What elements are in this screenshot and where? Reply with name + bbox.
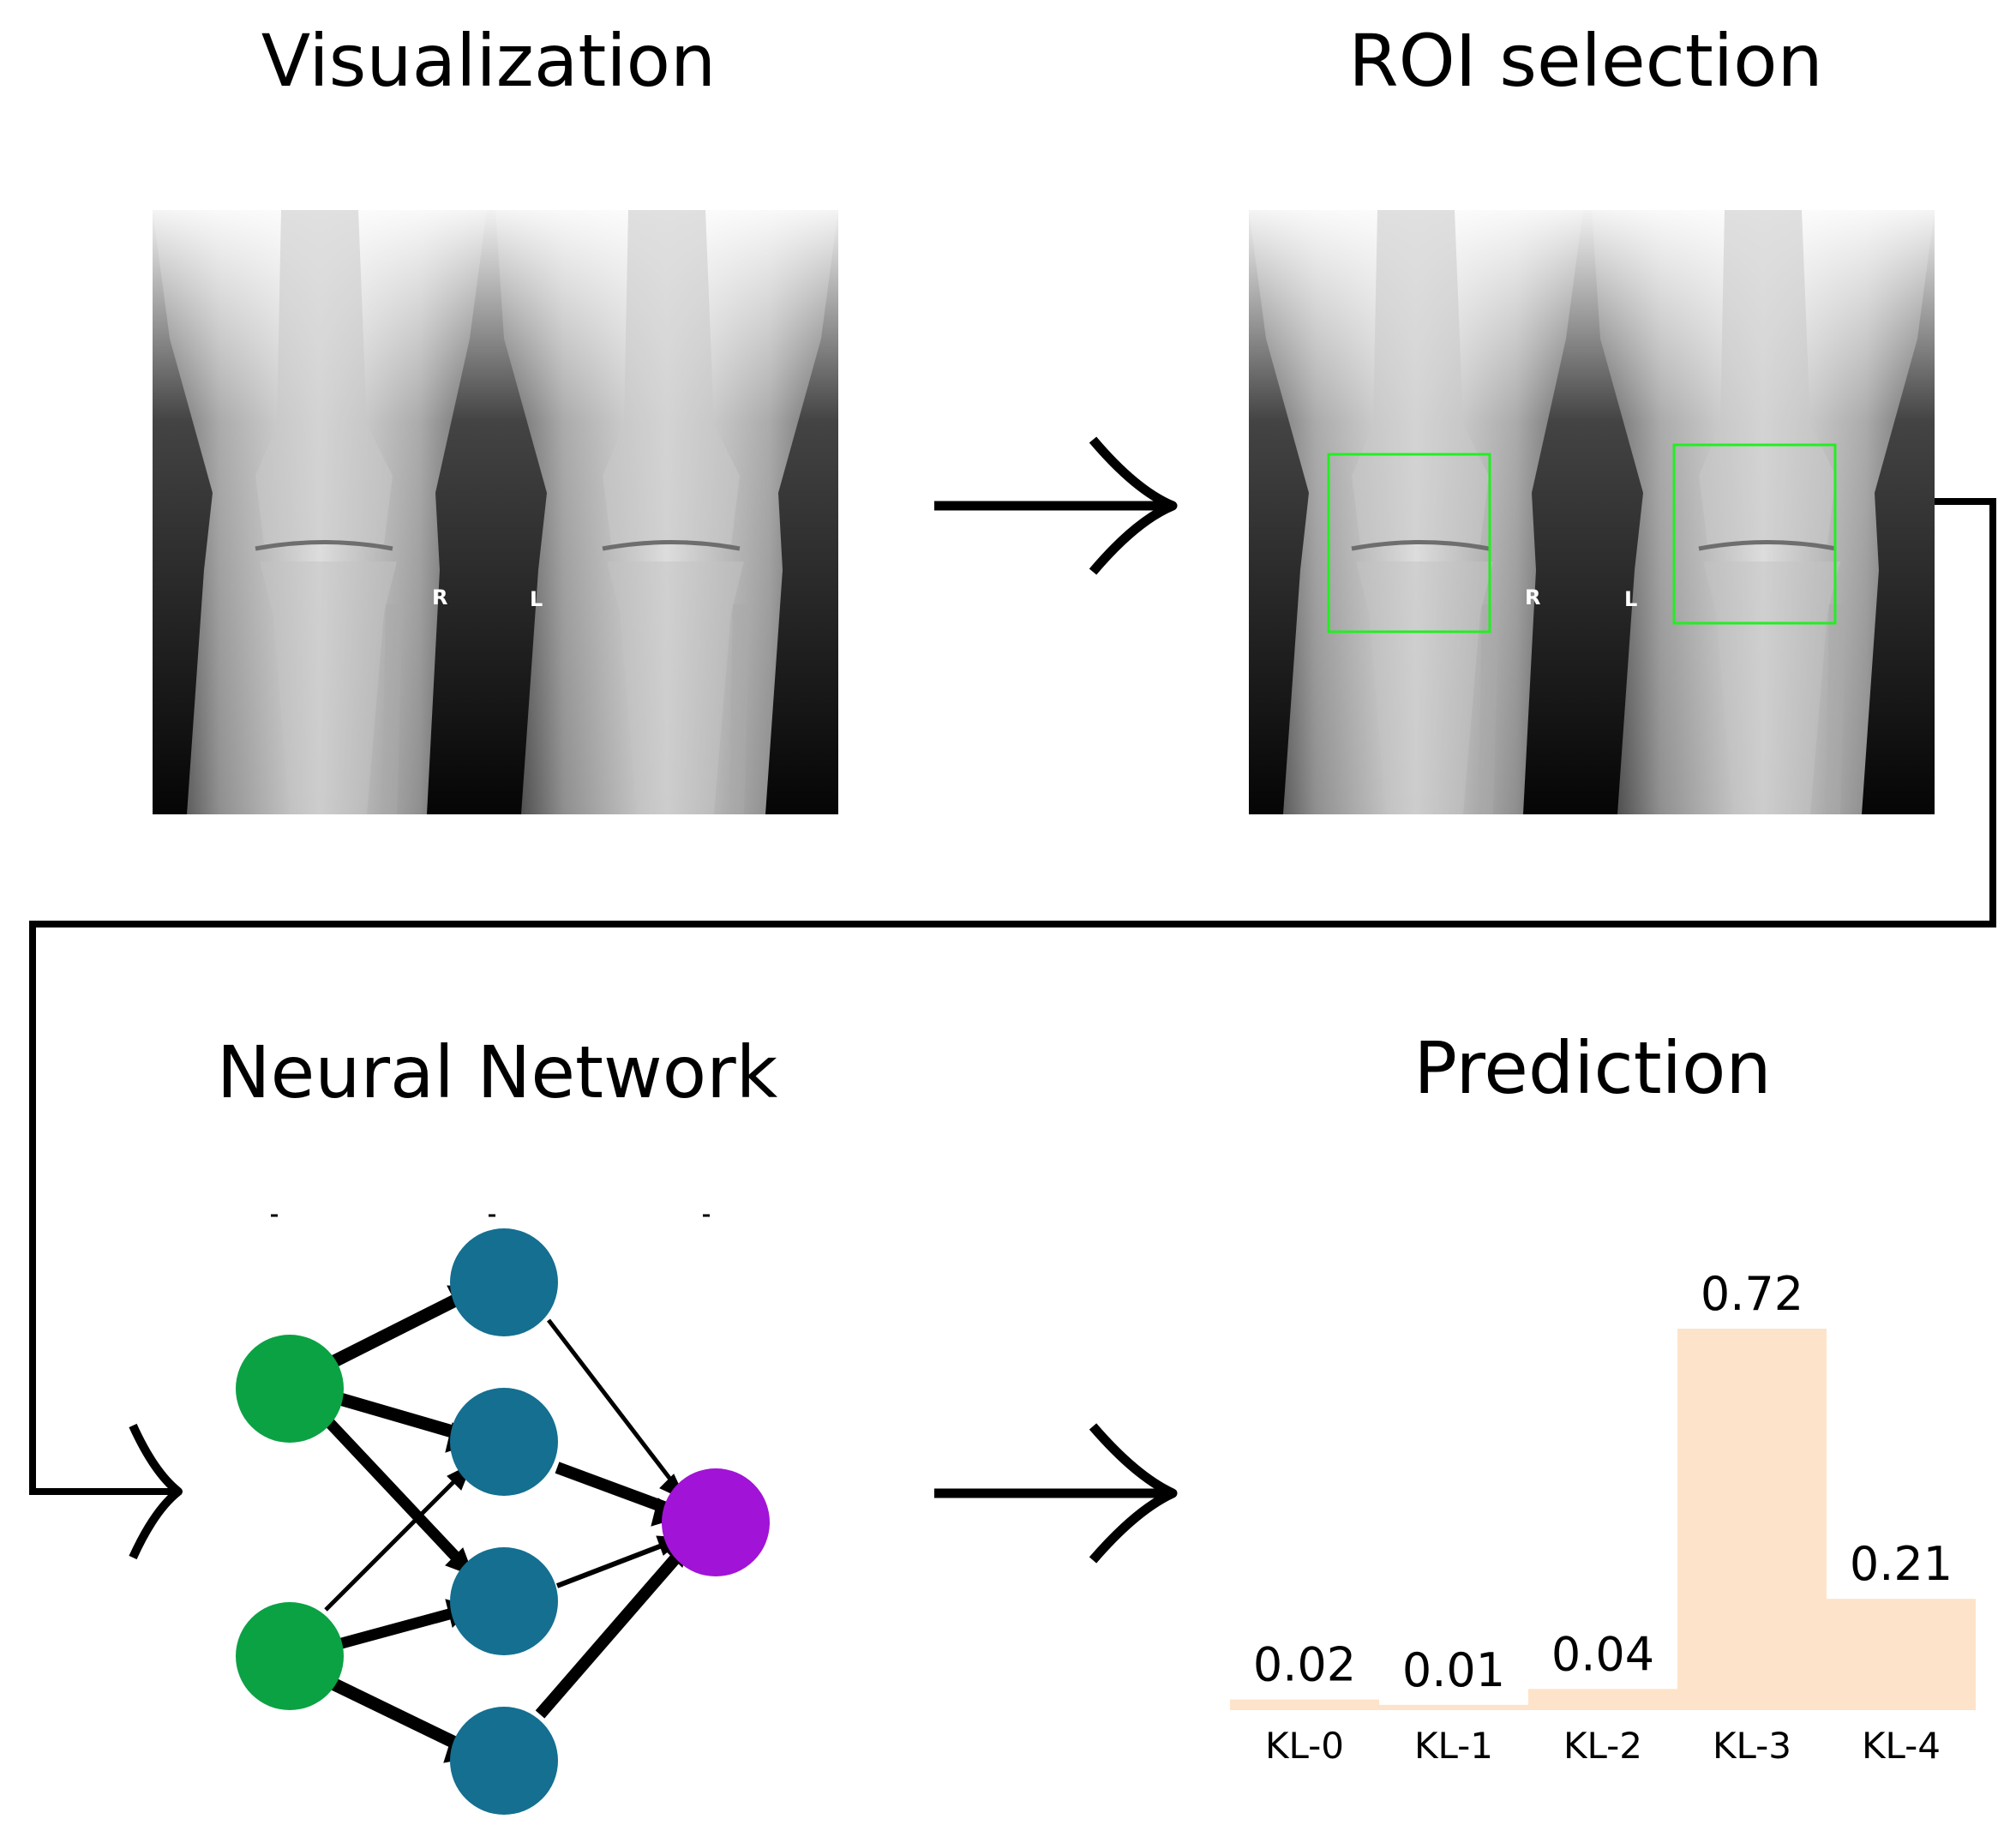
bar-kl-1 [1379,1704,1528,1710]
knee-xray-roi-image: R L [1249,210,1935,814]
hidden-node [450,1228,558,1336]
hidden-node [450,1547,558,1655]
category-label: KL-1 [1414,1725,1493,1767]
edge-i2-h3 [337,1606,460,1650]
visualization-title: Visualization [261,19,717,103]
edge-h1-o1 [547,1318,679,1490]
category-label: KL-3 [1713,1725,1791,1767]
category-label: KL-2 [1563,1725,1642,1767]
xray-r-marker: R [432,585,447,609]
edge-i1-h3 [321,1414,467,1569]
bar-kl-0 [1230,1699,1379,1710]
bar-kl-4 [1827,1599,1976,1710]
roi-box-left-knee [1672,443,1837,625]
bar-kl-2 [1528,1689,1677,1710]
bar-kl-3 [1677,1329,1827,1710]
roi-xray-l-marker: L [1624,587,1637,611]
prediction-title: Prediction [1413,1026,1771,1110]
bar-value-label: 0.72 [1701,1267,1803,1321]
bar-value-label: 0.21 [1850,1537,1953,1591]
arrow-visualization-to-roi [934,436,1178,575]
edge-i1-h2 [332,1390,470,1443]
input-node [236,1602,344,1710]
bar-value-label: 0.02 [1253,1638,1356,1692]
edge-h3-o1 [555,1540,670,1588]
hidden-node [450,1707,558,1815]
roi-box-right-knee [1327,453,1491,633]
knee-xray-image: R L [153,210,838,814]
arrow-network-to-prediction [934,1423,1178,1564]
bar-value-label: 0.04 [1551,1627,1654,1681]
category-label: KL-0 [1265,1725,1344,1767]
output-node [662,1468,770,1576]
edge-i2-h2 [324,1471,465,1612]
hidden-node [450,1388,558,1496]
input-node [236,1335,344,1443]
edge-i1-h1 [331,1288,471,1367]
neural-network-title: Neural Network [217,1030,778,1114]
category-label: KL-4 [1862,1725,1941,1767]
xray-l-marker: L [530,587,543,611]
edge-h2-o1 [555,1462,675,1516]
roi-selection-title: ROI selection [1348,19,1823,103]
bar-value-label: 0.01 [1402,1643,1505,1697]
edge-i2-h4 [322,1674,471,1755]
neural-network-graphic [236,1214,770,1815]
roi-xray-r-marker: R [1525,585,1540,609]
connector-roi-to-network [29,498,1996,1560]
edge-h4-o1 [535,1547,687,1719]
